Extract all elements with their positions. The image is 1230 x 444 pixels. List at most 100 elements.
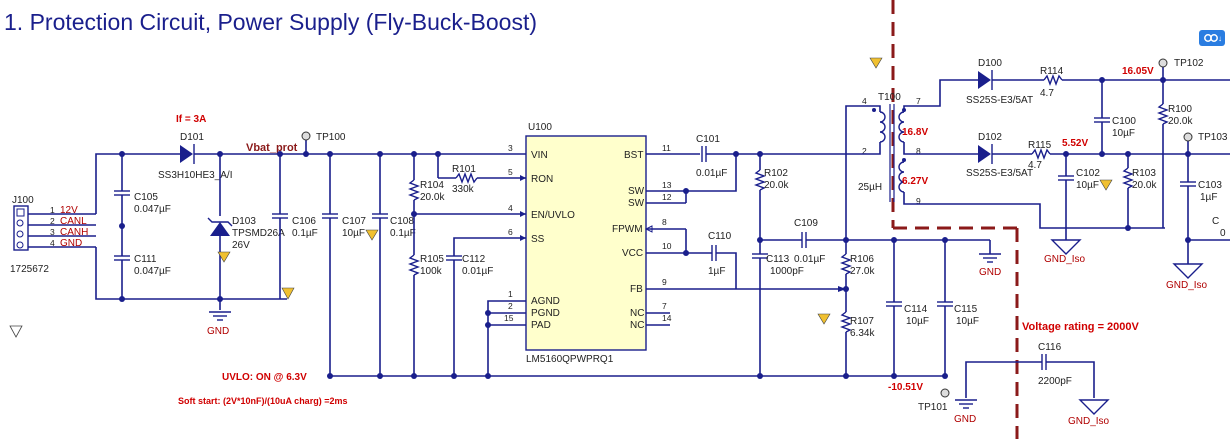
svg-text:GND_Iso: GND_Iso bbox=[1166, 280, 1208, 291]
svg-text:10µF: 10µF bbox=[1076, 180, 1099, 191]
svg-text:0: 0 bbox=[1220, 228, 1226, 239]
svg-text:1: 1 bbox=[50, 205, 55, 215]
svg-text:PAD: PAD bbox=[531, 320, 551, 331]
svg-text:C114: C114 bbox=[904, 304, 928, 315]
v552-annotation: 5.52V bbox=[1062, 138, 1088, 149]
svg-text:FPWM: FPWM bbox=[612, 224, 643, 235]
isolation-boundary bbox=[891, 0, 1019, 439]
svg-text:D102: D102 bbox=[978, 132, 1002, 143]
svg-text:PGND: PGND bbox=[531, 308, 560, 319]
output-mid: D102 SS25S-E3/5AT R115 4.7 5.52V C102 10… bbox=[966, 132, 1230, 291]
svg-text:C105: C105 bbox=[134, 192, 158, 203]
svg-text:SW: SW bbox=[628, 198, 645, 209]
svg-text:6: 6 bbox=[508, 227, 513, 237]
svg-text:R101: R101 bbox=[452, 164, 476, 175]
svg-text:TP100: TP100 bbox=[316, 132, 346, 143]
svg-text:2: 2 bbox=[50, 216, 55, 226]
svg-text:27.0k: 27.0k bbox=[850, 266, 875, 277]
svg-text:GND: GND bbox=[954, 414, 976, 425]
connector-j100: J100 1725672 1 2 3 4 12V CANL CANH GND bbox=[10, 153, 287, 300]
c105-c111-group: C105 0.047µF C111 0.047µF bbox=[114, 151, 171, 302]
svg-text:VCC: VCC bbox=[622, 248, 643, 259]
svg-text:C109: C109 bbox=[794, 218, 818, 229]
svg-text:0.047µF: 0.047µF bbox=[134, 266, 171, 277]
svg-text:GND_Iso: GND_Iso bbox=[1044, 254, 1086, 265]
sheet-title: 1. Protection Circuit, Power Supply (Fly… bbox=[4, 9, 537, 35]
c112: C112 0.01µF bbox=[446, 237, 526, 379]
svg-text:SS25S-E3/5AT: SS25S-E3/5AT bbox=[966, 95, 1033, 106]
j100-ref: J100 bbox=[12, 195, 34, 206]
svg-text:VIN: VIN bbox=[531, 150, 548, 161]
warning-marker bbox=[281, 287, 295, 300]
svg-text:9: 9 bbox=[916, 196, 921, 206]
svg-text:25µH: 25µH bbox=[858, 182, 882, 193]
pin-canl-label: CANL bbox=[60, 216, 87, 227]
svg-text:R103: R103 bbox=[1132, 168, 1156, 179]
c110: C110 1µF bbox=[708, 231, 737, 289]
svg-text:4: 4 bbox=[508, 203, 513, 213]
warning-marker bbox=[9, 325, 23, 338]
svg-text:R106: R106 bbox=[850, 254, 874, 265]
svg-text:↓: ↓ bbox=[1218, 34, 1222, 43]
svg-text:C106: C106 bbox=[292, 216, 316, 227]
pin-gnd-label: GND bbox=[60, 238, 82, 249]
svg-text:0.047µF: 0.047µF bbox=[134, 204, 171, 215]
svg-text:R114: R114 bbox=[1040, 66, 1064, 77]
svg-text:2: 2 bbox=[862, 146, 867, 156]
svg-text:BST: BST bbox=[624, 150, 643, 161]
soft-start-annotation: Soft start: (2V*10nF)/(10uA charg) =2ms bbox=[178, 396, 347, 406]
output-top: D100 SS25S-E3/5AT R114 4.7 16.05V TP102 … bbox=[966, 58, 1230, 228]
v168-annotation: 16.8V bbox=[902, 127, 928, 138]
svg-text:R105: R105 bbox=[420, 254, 444, 265]
svg-text:R115: R115 bbox=[1028, 140, 1052, 151]
v627-annotation: 6.27V bbox=[902, 176, 928, 187]
svg-text:12: 12 bbox=[662, 192, 672, 202]
svg-text:U100: U100 bbox=[528, 122, 552, 133]
svg-text:10: 10 bbox=[662, 241, 672, 251]
viewer-tool-button[interactable]: ↓ bbox=[1199, 30, 1225, 46]
svg-text:D103: D103 bbox=[232, 216, 256, 227]
svg-text:3: 3 bbox=[508, 143, 513, 153]
svg-text:C111: C111 bbox=[134, 254, 157, 265]
svg-text:26V: 26V bbox=[232, 240, 250, 251]
pin-canh-label: CANH bbox=[60, 227, 88, 238]
svg-text:C113: C113 bbox=[766, 254, 790, 265]
svg-text:20.0k: 20.0k bbox=[1132, 180, 1157, 191]
tvs-d103: D103 TPSMD26A 26V GND bbox=[207, 151, 285, 337]
svg-text:C108: C108 bbox=[390, 216, 414, 227]
diode-d101: If = 3A D101 SS3H10HE3_A/I Vbat_prot bbox=[158, 114, 300, 181]
svg-text:1µF: 1µF bbox=[708, 266, 725, 277]
uvlo-annotation: UVLO: ON @ 6.3V bbox=[222, 372, 307, 383]
svg-text:C102: C102 bbox=[1076, 168, 1100, 179]
svg-text:9: 9 bbox=[662, 277, 667, 287]
svg-text:SS3H10HE3_A/I: SS3H10HE3_A/I bbox=[158, 170, 233, 181]
svg-text:0.1µF: 0.1µF bbox=[292, 228, 318, 239]
svg-text:20.0k: 20.0k bbox=[764, 180, 789, 191]
svg-text:2200pF: 2200pF bbox=[1038, 376, 1072, 387]
vout-annotation: 16.05V bbox=[1122, 66, 1154, 77]
c106-tp100: C106 0.1µF TP100 bbox=[272, 131, 346, 299]
svg-text:7: 7 bbox=[916, 96, 921, 106]
c101: C101 0.01µF bbox=[683, 134, 846, 194]
svg-text:SS: SS bbox=[531, 234, 545, 245]
svg-text:0.01µF: 0.01µF bbox=[696, 168, 727, 179]
svg-text:GND: GND bbox=[979, 267, 1001, 278]
svg-text:C: C bbox=[1212, 216, 1219, 227]
r104-r105-divider: R104 20.0k R105 100k bbox=[408, 151, 526, 379]
c107-c108: C107 10µF C108 0.1µF bbox=[322, 151, 416, 379]
svg-text:AGND: AGND bbox=[531, 296, 560, 307]
svg-text:4.7: 4.7 bbox=[1028, 160, 1042, 171]
svg-text:4: 4 bbox=[50, 238, 55, 248]
svg-text:R100: R100 bbox=[1168, 104, 1192, 115]
svg-text:C116: C116 bbox=[1038, 342, 1062, 353]
svg-text:11: 11 bbox=[662, 143, 671, 153]
svg-text:8: 8 bbox=[662, 217, 667, 227]
svg-text:330k: 330k bbox=[452, 184, 475, 195]
svg-text:0.01µF: 0.01µF bbox=[794, 254, 825, 265]
vbat-net-label: Vbat_prot bbox=[246, 142, 298, 154]
svg-text:4: 4 bbox=[862, 96, 867, 106]
svg-text:20.0k: 20.0k bbox=[420, 192, 445, 203]
svg-text:1: 1 bbox=[508, 289, 513, 299]
svg-text:NC: NC bbox=[630, 320, 644, 331]
